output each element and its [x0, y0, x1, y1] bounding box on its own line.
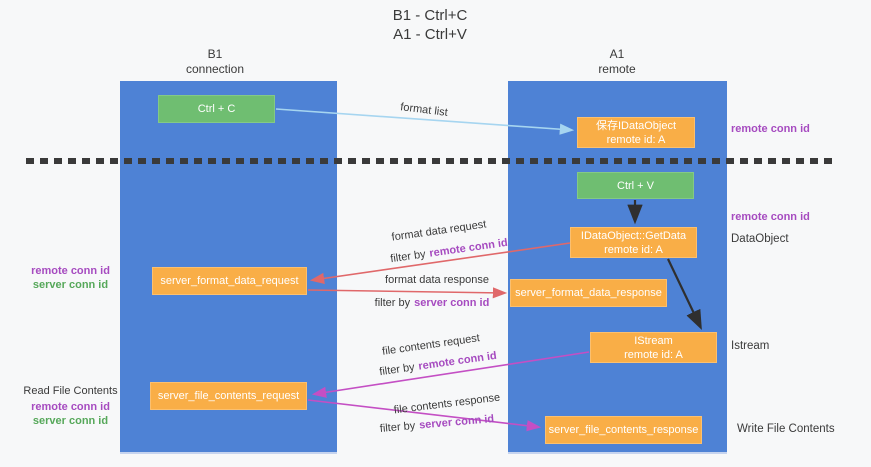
server-format-data-request-box: server_format_data_request: [152, 267, 307, 295]
ctrl-v-box: Ctrl + V: [577, 172, 694, 199]
title-line-1: B1 - Ctrl+C: [392, 7, 468, 24]
istream-line1: IStream: [634, 334, 673, 347]
lifeline-b1-role: connection: [185, 62, 245, 76]
ctrl-c-box: Ctrl + C: [158, 95, 275, 123]
phase-separator-dashed-line: [26, 158, 832, 164]
lifeline-a1-name: A1: [609, 47, 625, 61]
server-format-data-request-label: server_format_data_request: [160, 275, 299, 287]
lifeline-header-a1: A1 remote: [557, 47, 677, 77]
server-format-data-response-box: server_format_data_response: [510, 279, 667, 307]
left-remote-conn-id-2: remote conn id: [31, 401, 110, 413]
lifeline-header-b1: B1 connection: [155, 47, 275, 77]
arrow-format-data-response: [307, 287, 508, 299]
server-file-contents-response-box: server_file_contents_response: [545, 416, 702, 444]
save-idataobject-line1: 保存IDataObject: [595, 119, 677, 132]
save-idataobject-box: 保存IDataObject remote id: A: [577, 117, 695, 148]
filter-by-text: filter by: [378, 361, 416, 379]
left-remote-conn-id-1: remote conn id: [31, 265, 110, 277]
right-remote-conn-id-1: remote conn id: [731, 123, 810, 135]
server-file-contents-response-label: server_file_contents_response: [548, 424, 699, 436]
filter-by-text: filter by: [389, 248, 427, 266]
diagram-title: B1 - Ctrl+C A1 - Ctrl+V: [0, 6, 860, 44]
getdata-line1: IDataObject::GetData: [580, 229, 687, 242]
remote-conn-id-text: remote conn id: [428, 236, 509, 260]
format-data-request-label: format data request: [390, 218, 488, 244]
right-istream-label: Istream: [731, 340, 770, 352]
filter-by-text: filter by: [379, 419, 416, 435]
ctrl-c-label: Ctrl + C: [197, 103, 236, 115]
right-remote-conn-id-2: remote conn id: [731, 211, 810, 223]
left-read-file-contents-label: Read File Contents: [23, 385, 118, 397]
remote-conn-id-text: remote conn id: [417, 349, 498, 373]
right-dataobject-label: DataObject: [731, 233, 789, 245]
left-server-conn-id-1: server conn id: [32, 279, 109, 291]
left-server-conn-id-2: server conn id: [32, 415, 109, 427]
right-write-file-contents-label: Write File Contents: [737, 423, 835, 435]
format-list-label: format list: [399, 101, 449, 119]
server-conn-id-text: server conn id: [418, 413, 495, 432]
lifeline-a1-role: remote: [598, 62, 636, 76]
getdata-line2: remote id: A: [604, 243, 663, 256]
server-conn-id-text: server conn id: [414, 297, 490, 309]
lifeline-b1-name: B1: [207, 47, 223, 61]
format-data-response-label: format data response: [385, 274, 489, 286]
left-conn-id-labels-1: remote conn id server conn id: [18, 264, 123, 292]
title-line-2: A1 - Ctrl+V: [393, 26, 467, 43]
ctrl-v-label: Ctrl + V: [617, 179, 654, 192]
filter-by-text: filter by: [374, 297, 411, 309]
istream-box: IStream remote id: A: [590, 332, 717, 363]
left-conn-id-labels-2: remote conn id server conn id: [18, 400, 123, 428]
idataobject-getdata-box: IDataObject::GetData remote id: A: [570, 227, 697, 258]
server-file-contents-request-label: server_file_contents_request: [157, 390, 300, 402]
server-file-contents-request-box: server_file_contents_request: [150, 382, 307, 410]
save-idataobject-line2: remote id: A: [606, 133, 666, 146]
server-format-data-response-label: server_format_data_response: [515, 287, 662, 299]
istream-line2: remote id: A: [624, 348, 683, 361]
